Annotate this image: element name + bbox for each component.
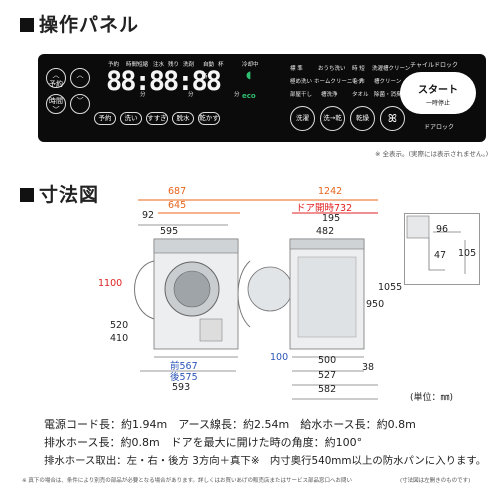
label-cup: 杯 — [218, 62, 224, 68]
grape-icon[interactable]: ꕤ — [380, 106, 405, 131]
dim-410: 410 — [110, 333, 129, 344]
reserve-up-button[interactable]: ︿ 予約 — [46, 68, 66, 88]
detail-inset — [404, 213, 480, 285]
course-tub-clean[interactable]: 洗濯槽クリーン — [372, 66, 411, 72]
course-kiwami[interactable]: 極め洗い — [290, 79, 313, 85]
course-indoor-dry[interactable]: 部屋干し — [290, 92, 313, 98]
dim-105: 105 — [458, 248, 477, 259]
dim-500: 500 — [318, 355, 337, 366]
dim-door-open-732: ドア開時732 — [296, 203, 353, 214]
rinse-button[interactable]: すすぎ — [146, 112, 168, 125]
dim-687: 687 — [168, 186, 187, 197]
footnote-right: (寸法図は左開きのものです) — [400, 478, 471, 484]
wifi-icon: ◖ — [246, 70, 252, 81]
course-sterilize[interactable]: 除菌・消臭 — [374, 92, 402, 98]
spin-button[interactable]: 脱水 — [172, 112, 194, 125]
dim-rear-575: 後575 — [170, 372, 198, 383]
course-blanket[interactable]: 毛 布 — [352, 79, 365, 85]
chevron-up-icon: ︿ — [76, 71, 84, 79]
label-reserve: 予約 — [108, 62, 120, 68]
dim-582: 582 — [318, 384, 337, 395]
reserve-button[interactable]: 予約 — [94, 112, 116, 125]
wash-mode-button[interactable]: 洗濯 — [290, 106, 315, 131]
label-remaining: 残り — [168, 62, 180, 68]
label-cooling: 冷却中 — [242, 62, 259, 68]
dry-button[interactable]: 乾かす — [198, 112, 220, 125]
label-time-short: 時間短縮 — [126, 62, 149, 68]
spec-line-2: 排水ホース長：約0.8m ドアを最大に開けた時の角度：約100° — [44, 436, 363, 449]
square-bullet-icon — [20, 18, 34, 32]
eco-indicator: eco — [242, 92, 256, 100]
panel-note: ※ 全表示。(実際には表示されません。) — [375, 150, 489, 158]
dim-front-567: 前567 — [170, 361, 198, 372]
spec-line-1: 電源コード長：約1.94m アース線長：約2.54m 給水ホース長：約0.8m — [44, 418, 416, 431]
dim-645: 645 — [168, 200, 187, 211]
square-bullet-icon — [20, 188, 34, 202]
course-towel[interactable]: タオル — [352, 92, 369, 98]
dim-595: 595 — [160, 226, 179, 237]
time-up-button[interactable]: ︿ — [70, 68, 90, 88]
spec-line-3: 排水ホース取出：左・右・後方 3方向＋真下※ 内寸奥行540mm以上の防水パンに… — [44, 455, 487, 467]
front-view-drawing — [134, 199, 246, 372]
footnote-left: ※ 真下の場合は、条件により別売の部品が必要となる場合があります。詳しくはお買い… — [22, 478, 352, 484]
hose-detail-drawing — [406, 215, 466, 274]
dry-mode-button[interactable]: 乾燥 — [350, 106, 375, 131]
course-quick[interactable]: 時 短 — [352, 66, 365, 72]
dim-593: 593 — [172, 382, 191, 393]
label-detergent: 洗剤 — [183, 62, 195, 68]
start-pause-button[interactable]: スタート 一時停止 — [400, 72, 476, 114]
dim-195: 195 — [322, 213, 341, 224]
dim-520: 520 — [110, 320, 129, 331]
chevron-down-icon: ﹀ — [76, 97, 84, 105]
dim-1055: 1055 — [378, 282, 403, 293]
dim-96: 96 — [436, 224, 449, 235]
label-water: 注水 — [153, 62, 165, 68]
dim-1242: 1242 — [318, 186, 343, 197]
dim-1100: 1100 — [98, 278, 123, 289]
dim-527: 527 — [318, 370, 337, 381]
dim-38: 38 — [362, 362, 375, 373]
reserve-down-button[interactable]: 時間 ﹀ — [46, 94, 66, 114]
chevron-down-icon: ﹀ — [52, 106, 60, 114]
side-view-drawing — [238, 199, 378, 400]
unit-label: (単位：㎜) — [410, 393, 454, 403]
dim-950: 950 — [366, 299, 385, 310]
course-standard[interactable]: 標 準 — [290, 66, 303, 72]
dim-482: 482 — [316, 226, 335, 237]
chevron-up-icon: ︿ — [52, 71, 60, 79]
child-lock-label: チャイルドロック — [410, 62, 458, 69]
course-tub-wash[interactable]: 槽洗浄 — [321, 92, 338, 98]
dim-47: 47 — [434, 250, 447, 261]
door-lock-label: ドアロック — [424, 124, 455, 131]
time-display: 88:88:88 — [106, 66, 222, 97]
label-auto: 自動 — [203, 62, 215, 68]
course-home-cleaning[interactable]: ホームクリーニング — [314, 79, 364, 85]
section-title-dimensions: 寸法図 — [20, 180, 99, 207]
course-home-wash[interactable]: おうち洗い — [318, 66, 346, 72]
wash-dry-mode-button[interactable]: 洗→乾 — [320, 106, 345, 131]
dim-100: 100 — [270, 352, 289, 363]
wash-button[interactable]: 洗い — [120, 112, 142, 125]
dim-92: 92 — [142, 210, 155, 221]
time-down-button[interactable]: ﹀ — [70, 94, 90, 114]
course-tub-clean2[interactable]: 槽クリーン — [374, 79, 402, 85]
control-panel: ︿ 予約 時間 ﹀ ︿ ﹀ 予約 時間短縮 注水 残り 洗剤 自動 杯 冷却中 … — [38, 54, 486, 142]
section-title-operation-panel: 操作パネル — [20, 10, 139, 37]
